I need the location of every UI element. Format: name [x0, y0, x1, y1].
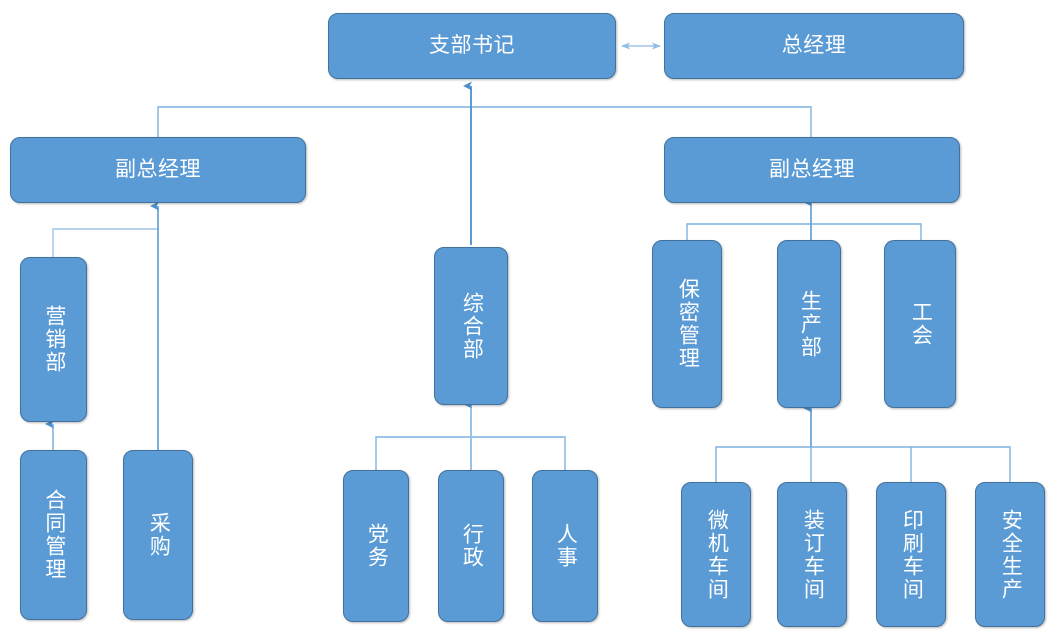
- node-label: 微机车间: [705, 508, 729, 601]
- node-general-affairs-dept[interactable]: 综合部: [434, 247, 508, 405]
- node-label: 印刷车间: [900, 508, 924, 601]
- node-label: 人事: [554, 523, 578, 569]
- node-confidentiality-mgmt[interactable]: 保密管理: [652, 240, 722, 408]
- node-party-secretary[interactable]: 支部书记: [328, 13, 616, 79]
- node-contract-mgmt[interactable]: 合同管理: [20, 450, 87, 620]
- node-label: 党务: [365, 523, 389, 569]
- node-deputy-gm-left[interactable]: 副总经理: [10, 137, 306, 203]
- node-label: 支部书记: [429, 33, 515, 57]
- node-printing-workshop[interactable]: 印刷车间: [876, 482, 946, 627]
- node-label: 装订车间: [801, 508, 825, 601]
- node-label: 营销部: [42, 305, 66, 374]
- node-general-manager[interactable]: 总经理: [664, 13, 964, 79]
- edge-bus-general-affairs: [375, 399, 566, 470]
- node-procurement[interactable]: 采购: [123, 450, 193, 620]
- node-marketing-dept[interactable]: 营销部: [20, 257, 87, 422]
- node-safety-production[interactable]: 安全生产: [975, 482, 1045, 627]
- node-label: 合同管理: [42, 489, 66, 581]
- node-production-dept[interactable]: 生产部: [777, 240, 841, 408]
- node-label: 保密管理: [676, 278, 700, 370]
- node-label: 副总经理: [769, 157, 855, 181]
- node-label: 安全生产: [999, 508, 1023, 601]
- node-label: 生产部: [798, 289, 822, 359]
- edge-bus-right-deputy: [686, 197, 922, 240]
- node-deputy-gm-right[interactable]: 副总经理: [664, 137, 960, 203]
- node-personnel[interactable]: 人事: [532, 470, 598, 622]
- node-binding-workshop[interactable]: 装订车间: [777, 482, 847, 627]
- node-label: 采购: [147, 512, 171, 558]
- node-computer-workshop[interactable]: 微机车间: [681, 482, 751, 627]
- node-label: 工会: [909, 301, 933, 347]
- node-label: 综合部: [460, 291, 484, 361]
- edge-bus-production: [715, 403, 1011, 482]
- node-labor-union[interactable]: 工会: [884, 240, 956, 408]
- node-party-affairs[interactable]: 党务: [343, 470, 409, 622]
- node-label: 副总经理: [115, 157, 201, 181]
- node-administration[interactable]: 行政: [438, 470, 504, 622]
- node-label: 行政: [460, 523, 484, 569]
- node-label: 总经理: [781, 33, 847, 57]
